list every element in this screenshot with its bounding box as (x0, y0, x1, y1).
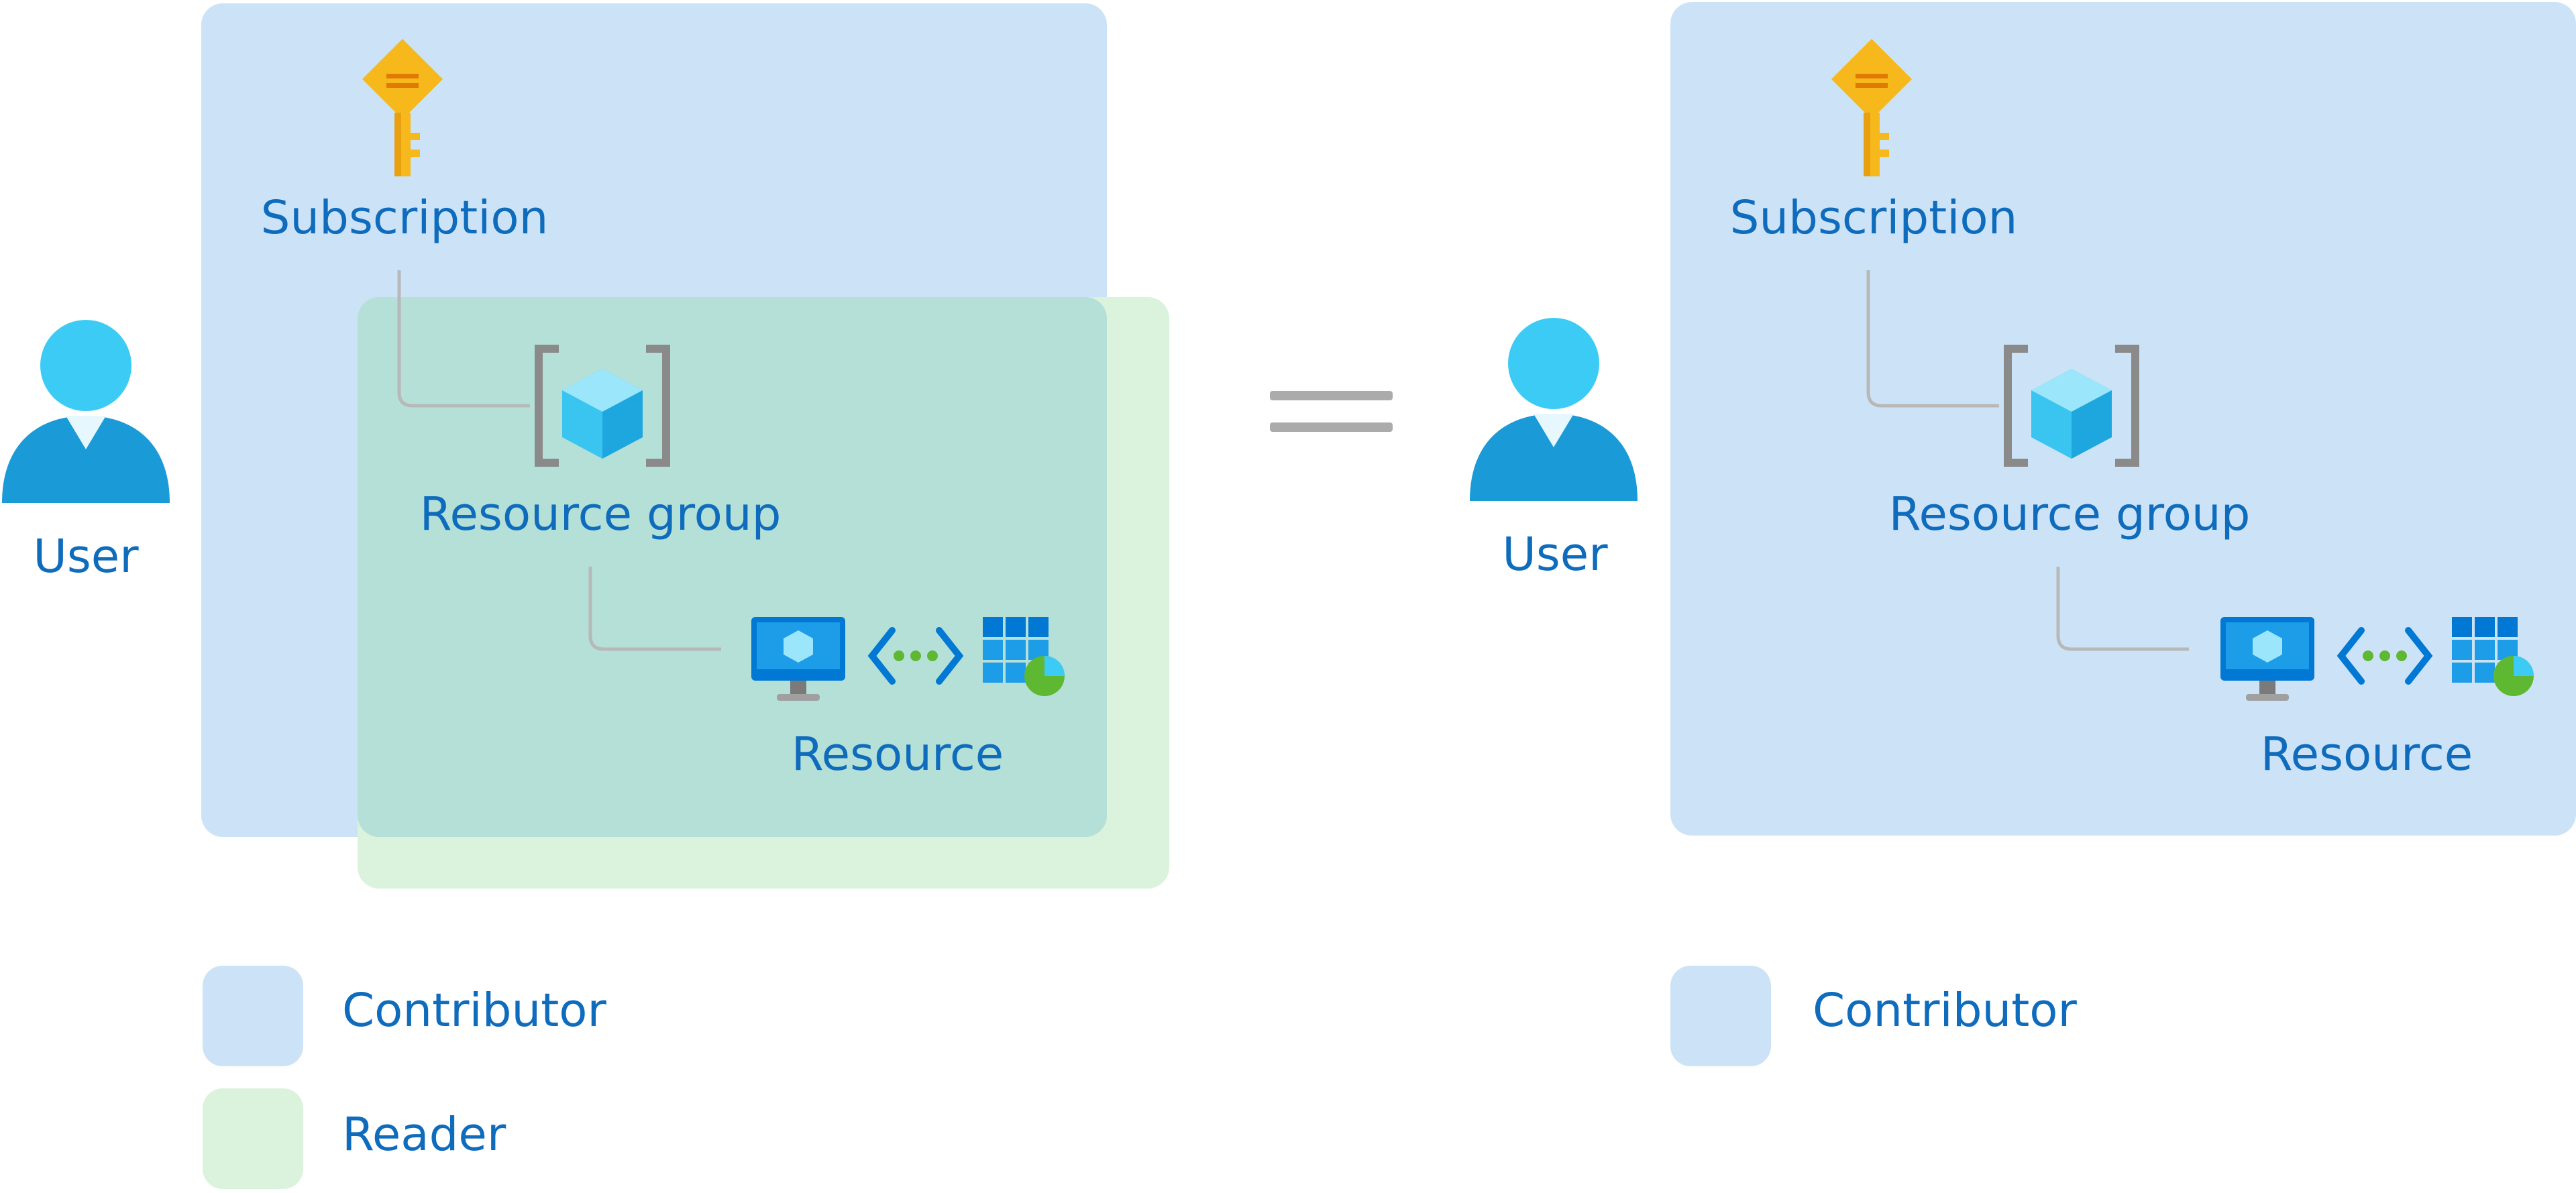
legend-label-reader: Reader (342, 1108, 506, 1161)
legend-label-contributor: Contributor (1813, 984, 2078, 1037)
legend-swatch-contributor (203, 966, 303, 1066)
resource-group-label: Resource group (420, 488, 782, 541)
user-icon (1470, 318, 1638, 501)
subscription-connector (397, 270, 530, 408)
legend-swatch-contributor (1670, 966, 1771, 1066)
legend-swatch-reader (203, 1088, 303, 1189)
contributor-scope-box (1670, 2, 2576, 836)
left-diagram: User Subscription Resource group Resourc… (2, 3, 1169, 889)
subscription-label: Subscription (261, 191, 549, 245)
right-diagram: User Subscription Resource group Resourc… (1470, 2, 2576, 836)
resource-group-connector (2056, 567, 2189, 651)
legend-label-contributor: Contributor (342, 984, 607, 1037)
user-label: User (1502, 528, 1608, 581)
legend-right: Contributor (1670, 966, 2078, 1066)
resource-label: Resource (792, 728, 1004, 781)
user-icon (2, 320, 170, 503)
resource-group-label: Resource group (1889, 488, 2251, 541)
resource-label: Resource (2261, 728, 2473, 781)
subscription-connector (1866, 270, 1999, 408)
legend-left: Contributor Reader (203, 966, 607, 1189)
overlap-scope-box (358, 297, 1107, 837)
subscription-label: Subscription (1730, 191, 2018, 245)
resource-group-connector (588, 567, 721, 651)
equals-sign (1270, 391, 1393, 432)
user-label: User (33, 530, 139, 583)
